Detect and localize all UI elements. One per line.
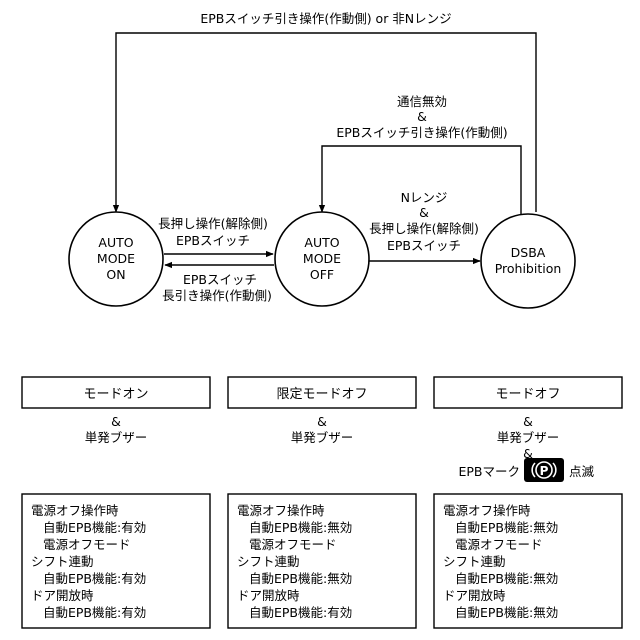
state-off-line-3: OFF bbox=[310, 267, 334, 282]
column-2-detail-5: 自動EPB機能:無効 bbox=[249, 571, 352, 586]
column-1-detail-1: 電源オフ操作時 bbox=[31, 503, 119, 518]
column-3-detail-2: 自動EPB機能:無効 bbox=[455, 520, 558, 535]
top-loop-arrow bbox=[116, 33, 536, 212]
state-prohibition-line-1: DSBA bbox=[511, 245, 546, 260]
column-limited-mode-off: 限定モードオフ & 単発ブザー 電源オフ操作時 自動EPB機能:無効 電源オフモ… bbox=[228, 377, 416, 628]
epb-mark-blink-label: 点滅 bbox=[569, 464, 595, 479]
on-to-off-label-1: 長押し操作(解除側) bbox=[158, 216, 268, 231]
state-on-line-1: AUTO bbox=[98, 235, 133, 250]
epb-mark-label: EPBマーク bbox=[458, 464, 520, 479]
column-2-detail-7: 自動EPB機能:有効 bbox=[249, 605, 352, 620]
column-3-detail-6: ドア開放時 bbox=[443, 588, 506, 603]
state-auto-mode-on: AUTO MODE ON bbox=[69, 212, 163, 306]
column-1-header: モードオン bbox=[83, 387, 148, 402]
column-3-detail-1: 電源オフ操作時 bbox=[443, 503, 531, 518]
off-to-on-label-1: EPBスイッチ bbox=[183, 272, 257, 287]
off-to-prohibition-label-3: 長押し操作(解除側) bbox=[369, 221, 479, 236]
column-1-output-1: & bbox=[111, 414, 121, 429]
column-3-output-2: 単発ブザー bbox=[497, 430, 560, 445]
column-3-header: モードオフ bbox=[495, 387, 560, 402]
column-1-detail-7: 自動EPB機能:有効 bbox=[43, 605, 146, 620]
state-on-line-3: ON bbox=[106, 267, 125, 282]
column-2-detail-3: 電源オフモード bbox=[249, 537, 337, 552]
column-3-detail-3: 電源オフモード bbox=[455, 537, 543, 552]
state-auto-mode-off: AUTO MODE OFF bbox=[275, 212, 369, 306]
column-2-detail-4: シフト連動 bbox=[237, 554, 300, 569]
column-mode-on: モードオン & 単発ブザー 電源オフ操作時 自動EPB機能:有効 電源オフモード… bbox=[22, 377, 210, 628]
state-on-line-2: MODE bbox=[97, 251, 135, 266]
column-1-detail-6: ドア開放時 bbox=[31, 588, 94, 603]
column-1-detail-2: 自動EPB機能:有効 bbox=[43, 520, 146, 535]
state-prohibition-line-2: Prohibition bbox=[495, 261, 562, 276]
off-to-prohibition-label-2: & bbox=[419, 205, 429, 220]
epb-parking-lamp-icon: P bbox=[524, 458, 564, 482]
column-3-detail-7: 自動EPB機能:無効 bbox=[455, 605, 558, 620]
column-2-output-1: & bbox=[317, 414, 327, 429]
column-3-detail-5: 自動EPB機能:無効 bbox=[455, 571, 558, 586]
mid-loop-label-2: & bbox=[417, 109, 427, 124]
column-2-output-2: 単発ブザー bbox=[291, 430, 354, 445]
column-3-detail-4: シフト連動 bbox=[443, 554, 506, 569]
column-2-detail-1: 電源オフ操作時 bbox=[237, 503, 325, 518]
off-to-prohibition-label-4: EPBスイッチ bbox=[387, 238, 461, 253]
column-3-output-1: & bbox=[523, 414, 533, 429]
epb-parking-lamp-symbol: P bbox=[540, 464, 549, 478]
state-off-line-1: AUTO bbox=[304, 235, 339, 250]
column-1-output-2: 単発ブザー bbox=[85, 430, 148, 445]
mid-loop-label-3: EPBスイッチ引き操作(作動側) bbox=[336, 125, 507, 140]
column-2-detail-6: ドア開放時 bbox=[237, 588, 300, 603]
mid-loop-label-1: 通信無効 bbox=[397, 94, 447, 109]
state-off-line-2: MODE bbox=[303, 251, 341, 266]
column-2-detail-2: 自動EPB機能:無効 bbox=[249, 520, 352, 535]
on-to-off-label-2: EPBスイッチ bbox=[176, 233, 250, 248]
top-loop-label: EPBスイッチ引き操作(作動側) or 非Nレンジ bbox=[200, 11, 451, 26]
off-to-on-label-2: 長引き操作(作動側) bbox=[162, 288, 272, 303]
column-1-detail-5: 自動EPB機能:有効 bbox=[43, 571, 146, 586]
off-to-prohibition-label-1: Nレンジ bbox=[401, 190, 448, 205]
state-dsba-prohibition: DSBA Prohibition bbox=[481, 214, 575, 308]
column-2-header: 限定モードオフ bbox=[276, 387, 367, 402]
column-1-detail-4: シフト連動 bbox=[31, 554, 94, 569]
column-1-detail-3: 電源オフモード bbox=[43, 537, 131, 552]
column-mode-off: モードオフ & 単発ブザー & EPBマーク P 点滅 電源オフ操作時 自動EP… bbox=[434, 377, 622, 628]
